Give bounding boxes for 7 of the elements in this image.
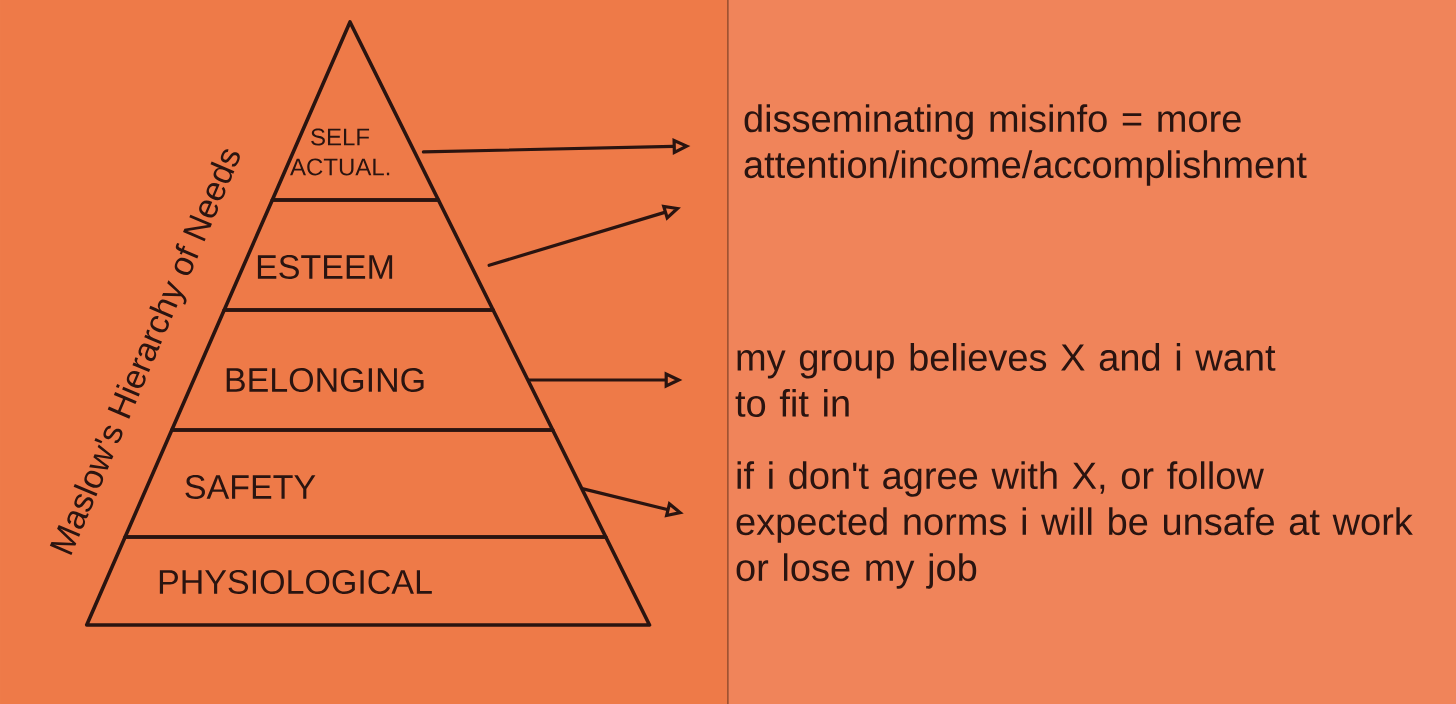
pyramid-tier: SAFETY — [123, 428, 608, 539]
pyramid-tier: SELF ACTUAL. — [270, 20, 441, 202]
note-text: disseminating misinfo = more attention/income/accomplishment — [744, 104, 1307, 186]
pyramid-tier: ESTEEM — [222, 198, 495, 312]
note-text: my group believes X and i want to fit in — [735, 343, 1276, 417]
note-text: if i don't agree with X, or follow expected norms i will be unsafe at work or lose my job — [736, 461, 1413, 589]
pyramid-tier: PHYSIOLOGICAL — [84, 535, 652, 627]
